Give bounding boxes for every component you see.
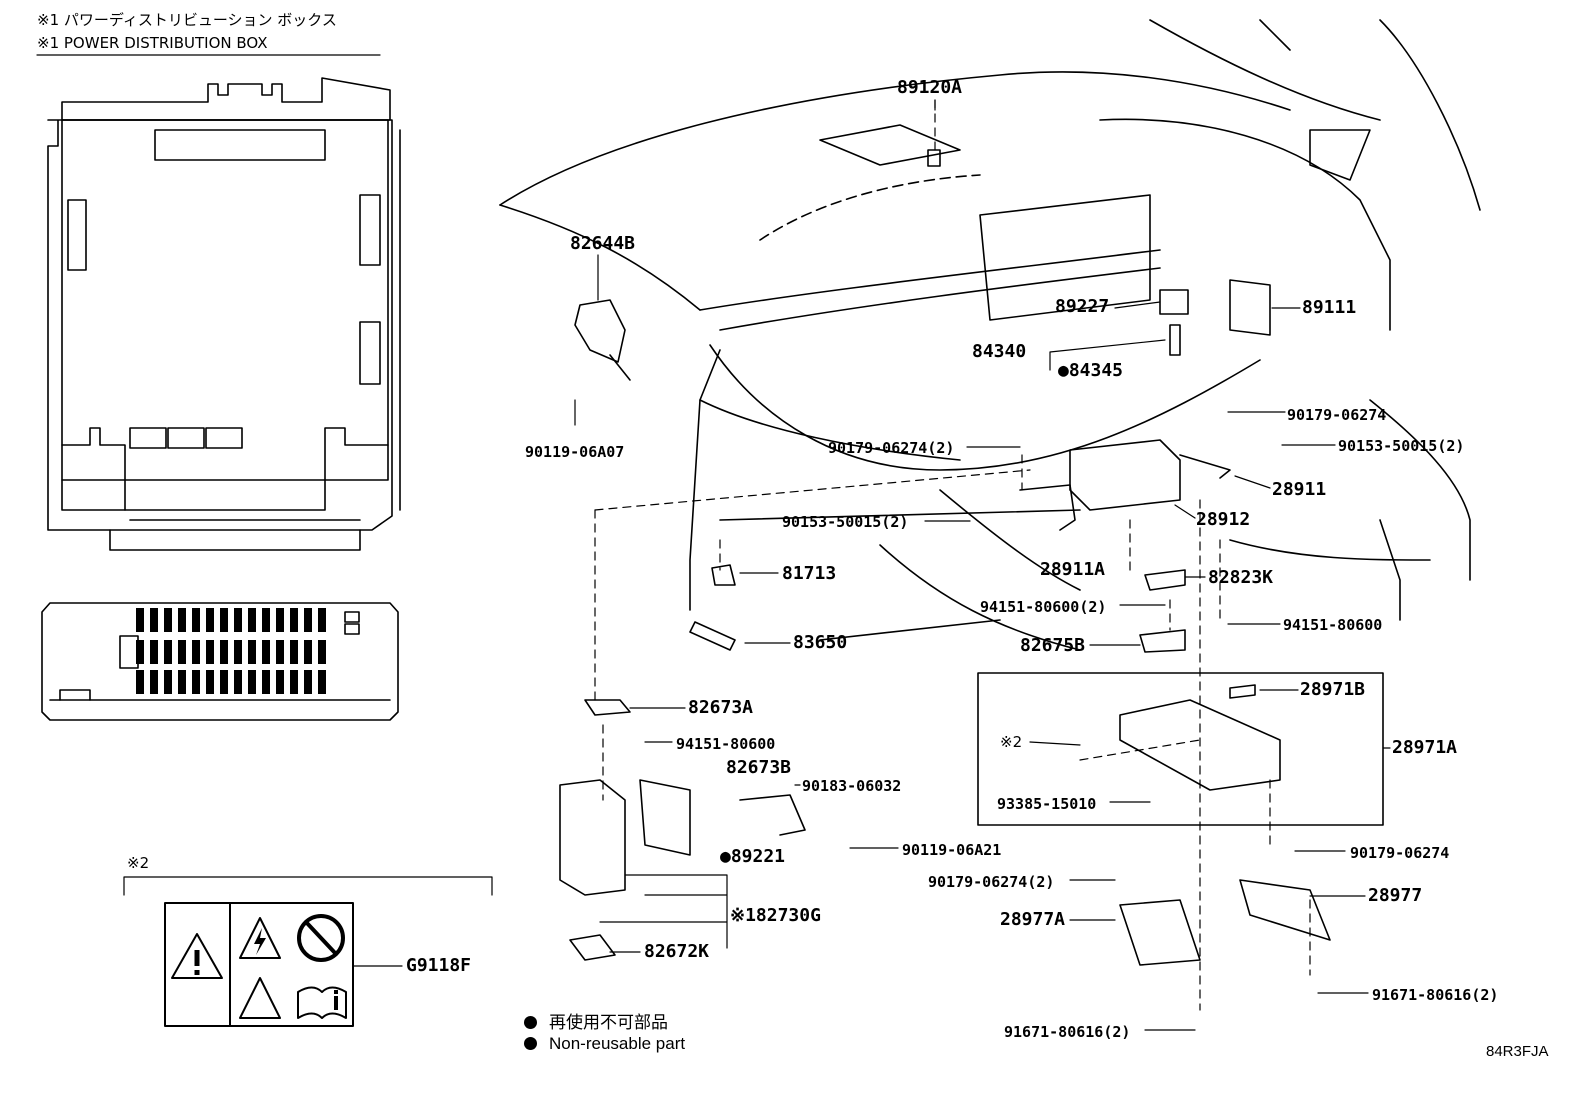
note1-japanese: ※1 パワーディストリビューション ボックス <box>37 11 337 29</box>
legend-japanese-text: 再使用不可部品 <box>549 1013 668 1032</box>
bullet-icon <box>524 1016 537 1029</box>
component-28971A-box <box>977 672 1384 826</box>
part-label-90119-06A07[interactable]: 90119-06A07 <box>525 443 625 461</box>
legend-english-text: Non-reusable part <box>549 1034 686 1053</box>
part-label-84345[interactable]: ●84345 <box>1058 360 1124 381</box>
part-label-89111[interactable]: 89111 <box>1302 297 1357 318</box>
note1-english: ※1 POWER DISTRIBUTION BOX <box>37 34 268 52</box>
component-81713-clip <box>711 564 736 586</box>
power-distribution-box-front <box>47 77 401 551</box>
part-label-82823K[interactable]: 82823K <box>1208 567 1274 588</box>
component-82675B <box>1139 629 1186 653</box>
fuse-grid <box>136 608 326 694</box>
component-82644B <box>574 299 631 381</box>
part-label-89221[interactable]: ●89221 <box>720 846 786 867</box>
part-label-81713[interactable]: 81713 <box>782 563 837 584</box>
part-label-82673A[interactable]: 82673A <box>688 697 754 718</box>
legend-japanese: 再使用不可部品 <box>524 1008 668 1033</box>
part-label-82675B[interactable]: 82675B <box>1020 635 1086 656</box>
component-83650 <box>689 621 736 651</box>
part-label-82672K[interactable]: 82672K <box>644 941 710 962</box>
component-84340 <box>1169 324 1181 356</box>
part-label-28911A[interactable]: 28911A <box>1040 559 1106 580</box>
leader-lines <box>352 99 1391 1031</box>
part-label-90153-50015-2-b[interactable]: 90153-50015(2) <box>782 513 909 531</box>
component-82673A <box>584 699 631 716</box>
component-junction-block <box>559 779 626 896</box>
part-label-G9118F[interactable]: G9118F <box>406 955 472 976</box>
part-label-84340[interactable]: 84340 <box>972 341 1027 362</box>
warning-label-g9118f <box>164 902 354 1027</box>
label-bracket <box>123 876 493 896</box>
part-label-90183-06032[interactable]: 90183-06032 <box>802 777 902 795</box>
part-label-28971B[interactable]: 28971B <box>1300 679 1366 700</box>
part-label-90153-50015-2-a[interactable]: 90153-50015(2) <box>1338 437 1465 455</box>
assembly-lines <box>594 99 1311 1011</box>
diagram-code: 84R3FJA <box>1486 1043 1549 1060</box>
part-label-83650[interactable]: 83650 <box>793 632 848 653</box>
part-label-28911[interactable]: 28911 <box>1272 479 1327 500</box>
component-28912-ecu <box>1069 439 1181 511</box>
part-label-28977[interactable]: 28977 <box>1368 885 1423 906</box>
part-label-94151-80600-a[interactable]: 94151-80600 <box>1283 616 1383 634</box>
part-label-82673B[interactable]: 82673B <box>726 757 792 778</box>
part-label-90179-06274-b[interactable]: 90179-06274 <box>1350 844 1450 862</box>
part-label-93385-15010[interactable]: 93385-15010 <box>997 795 1097 813</box>
part-label-28971A[interactable]: 28971A <box>1392 737 1458 758</box>
component-28911-bracket <box>1179 454 1231 479</box>
part-label-94151-80600-2[interactable]: 94151-80600(2) <box>980 598 1107 616</box>
component-28911A-bracket <box>1019 484 1076 531</box>
warning-glyphs <box>194 928 338 1010</box>
part-label-90119-06A21[interactable]: 90119-06A21 <box>902 841 1002 859</box>
part-label-28977A[interactable]: 28977A <box>1000 909 1066 930</box>
part-label-90179-06274-a[interactable]: 90179-06274 <box>1287 406 1387 424</box>
part-label-82730G[interactable]: ※182730G <box>730 905 821 926</box>
component-89111 <box>1229 279 1271 336</box>
part-label-89227[interactable]: 89227 <box>1055 296 1110 317</box>
component-89221 <box>639 779 691 856</box>
bullet-icon <box>524 1037 537 1050</box>
part-label-94151-80600-b[interactable]: 94151-80600 <box>676 735 776 753</box>
component-28977 <box>1239 879 1331 941</box>
part-label-82644B[interactable]: 82644B <box>570 233 636 254</box>
component-89227 <box>1159 289 1189 315</box>
part-label-28912[interactable]: 28912 <box>1196 509 1251 530</box>
part-label-90179-06274-2-b[interactable]: 90179-06274(2) <box>928 873 1055 891</box>
part-label-91671-80616-2-a[interactable]: 91671-80616(2) <box>1372 986 1499 1004</box>
part-label-90179-06274-2-a[interactable]: 90179-06274(2) <box>828 439 955 457</box>
component-82823K <box>1144 569 1186 591</box>
legend-english: Non-reusable part <box>524 1034 685 1054</box>
component-82673B-bracket <box>739 794 806 836</box>
instrument-panel-outline <box>499 19 1481 651</box>
part-label-91671-80616-2-b[interactable]: 91671-80616(2) <box>1004 1023 1131 1041</box>
part-label-89120A[interactable]: 89120A <box>897 77 963 98</box>
component-82672K <box>569 934 616 961</box>
note2-inline: ※2 <box>1000 733 1023 751</box>
note2-label: ※2 <box>127 854 150 872</box>
component-89120A <box>927 149 941 167</box>
component-28977A <box>1119 899 1201 966</box>
